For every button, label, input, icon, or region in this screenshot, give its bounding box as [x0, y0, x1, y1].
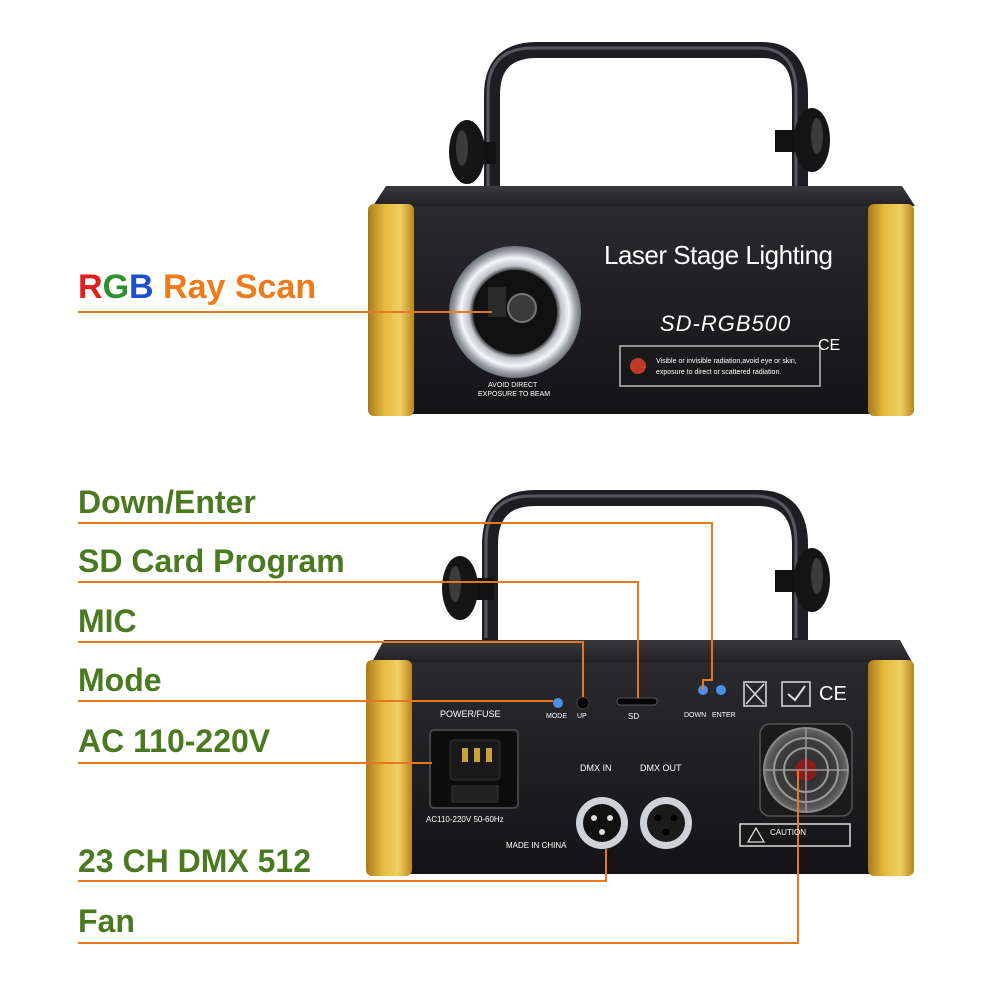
fuse-holder: [451, 785, 499, 803]
laser-lens: [507, 293, 537, 323]
rgb-letter-g: G: [102, 268, 130, 306]
front-right-endcap: [868, 204, 914, 416]
dmx-in-text: DMX IN: [580, 763, 612, 773]
leader-down-enter: [78, 522, 713, 690]
mode-label: Mode: [78, 662, 162, 698]
warning-label: [619, 345, 821, 387]
aperture-warning-2: EXPOSURE TO BEAM: [478, 391, 551, 398]
front-left-endcap: [368, 204, 414, 416]
rear-top-face: [372, 640, 912, 662]
rgb-letter-r: R: [78, 268, 103, 306]
down-enter-label: Down/Enter: [78, 484, 256, 520]
ac-rating-text: AC110-220V 50-60Hz: [426, 815, 504, 824]
up-text: UP: [577, 713, 587, 720]
leader-sd-card: [78, 581, 639, 698]
rear-left-endcap: [366, 660, 412, 876]
caution-label: [739, 823, 851, 847]
dmx-label: 23 CH DMX 512: [78, 843, 311, 879]
brand-text: Laser Stage Lighting: [604, 240, 833, 270]
laser-starburst-icon: [630, 358, 646, 374]
rear-right-endcap: [868, 660, 914, 876]
down-text: DOWN: [684, 712, 707, 719]
power-fuse-text: POWER/FUSE: [440, 709, 501, 719]
rear-unit: [366, 490, 914, 876]
aperture-warning-1: AVOID DIRECT: [488, 382, 538, 389]
enter-button: [716, 685, 726, 695]
ac-label: AC 110-220V: [78, 723, 271, 759]
ray-scan-text: Ray Scan: [163, 268, 317, 306]
enter-text: ENTER: [712, 712, 736, 719]
fan-label: Fan: [78, 903, 135, 939]
mic-label: MIC: [78, 603, 137, 639]
model-text: SD-RGB500: [660, 311, 792, 336]
front-mounting-bracket: [484, 42, 808, 200]
rear-left-knob: [442, 556, 494, 620]
sd-card-slot: [616, 697, 658, 706]
leader-dmx: [78, 849, 607, 882]
warning-line-2: exposure to direct or scattered radiatio…: [656, 369, 782, 376]
leader-mic: [78, 641, 584, 697]
rear-mounting-bracket: [482, 490, 808, 640]
mic-port: [576, 696, 590, 710]
front-top-face: [373, 186, 915, 206]
leader-lines: [78, 311, 799, 944]
sd-text: SD: [628, 712, 640, 721]
made-in-text: MADE IN CHINA: [506, 841, 567, 850]
rear-right-knob: [775, 548, 830, 612]
ce-mark-rear: CE: [819, 683, 847, 705]
weee-icon: [743, 681, 767, 707]
front-left-knob: [449, 120, 496, 184]
ce-mark-front: CE: [818, 337, 841, 354]
rohs-icon: [781, 681, 811, 707]
dmx-out-text: DMX OUT: [640, 763, 682, 773]
mode-button: [553, 698, 563, 708]
rgb-ray-scan-label: RGB Ray Scan: [78, 270, 316, 304]
sd-card-program-label: SD Card Program: [78, 543, 345, 579]
front-unit: [368, 42, 915, 416]
front-right-knob: [775, 108, 830, 172]
mode-text: MODE: [546, 713, 567, 720]
warning-line-1: Visible or invisible radiation,avoid eye…: [656, 358, 797, 365]
leader-fan: [78, 770, 799, 944]
caution-text: CAUTION: [770, 828, 806, 837]
rgb-letter-b: B: [129, 268, 154, 306]
